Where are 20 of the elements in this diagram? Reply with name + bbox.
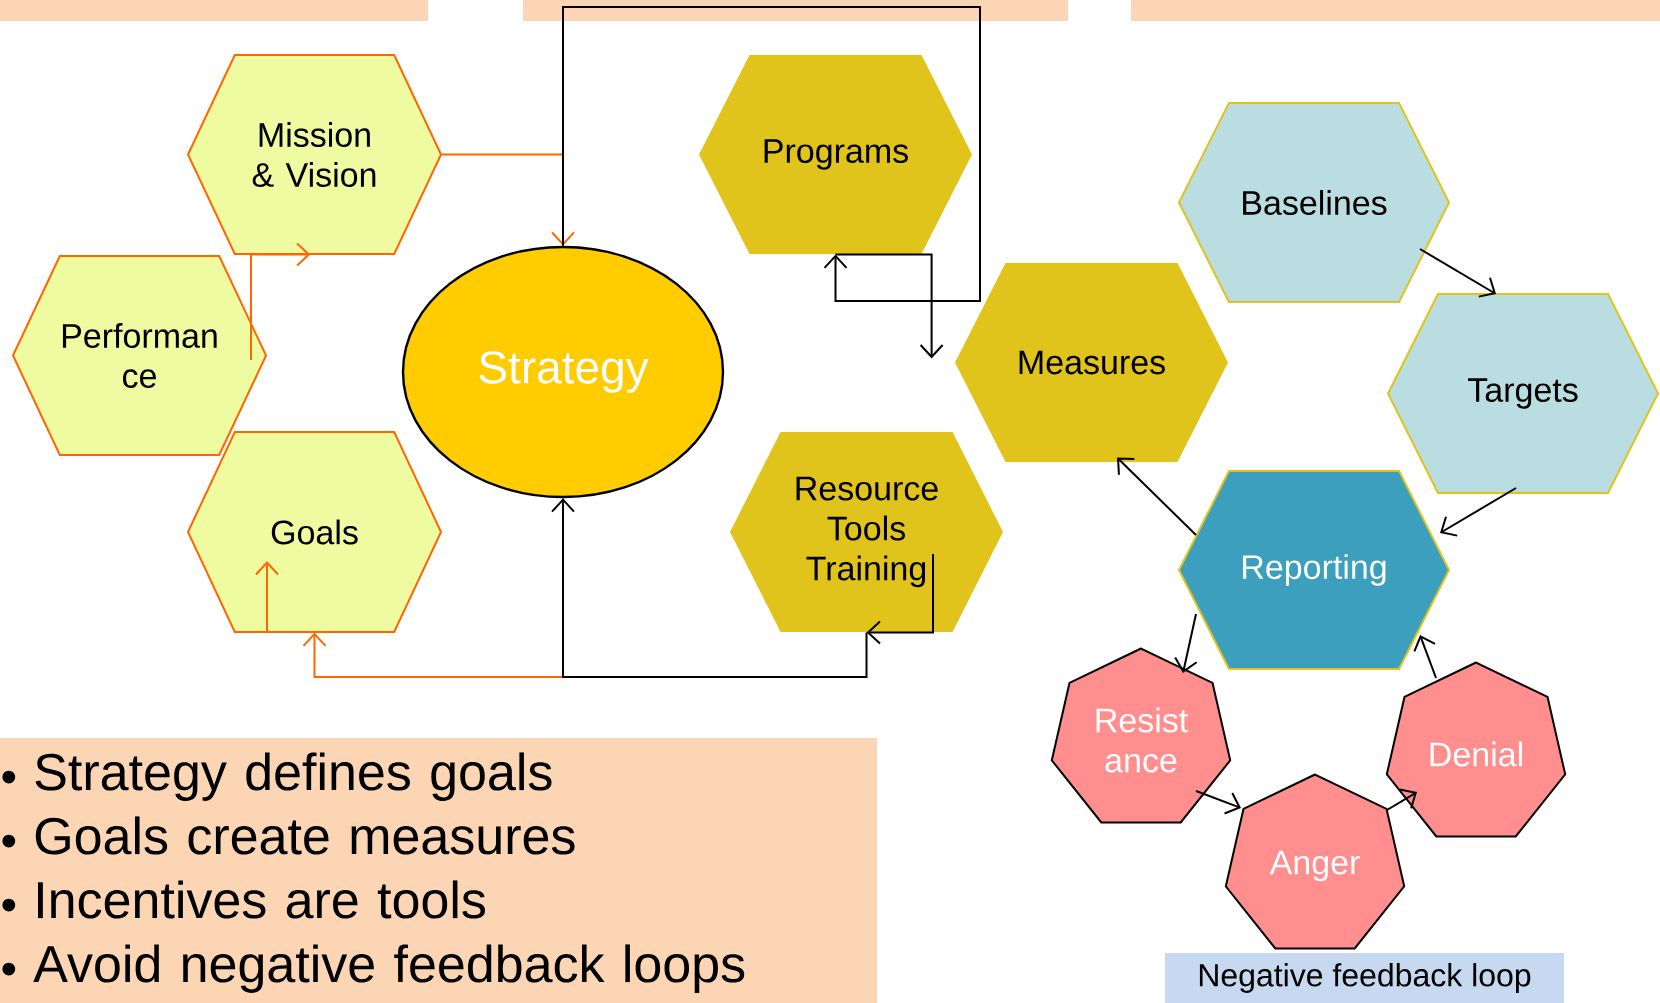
arrow <box>1195 790 1241 815</box>
arrow <box>551 498 868 678</box>
arrow <box>250 242 311 361</box>
hexagon: Resource Tools Training <box>730 432 1003 632</box>
arrow <box>1419 248 1496 298</box>
text-panel: Strategy defines goals Goals create measures Incentives are tools Avoid negative feedback loops <box>0 738 877 1003</box>
arrow <box>562 6 981 302</box>
arrow <box>866 553 934 645</box>
arrow <box>1174 613 1198 673</box>
hexagon: Programs <box>699 55 972 254</box>
heptagon: Resist ance <box>1050 647 1232 824</box>
arrow <box>1386 788 1417 811</box>
arrow <box>1440 487 1517 537</box>
arrow <box>1117 457 1197 536</box>
heptagon: Denial <box>1385 661 1567 838</box>
hexagon: Measures <box>955 263 1228 462</box>
arrow <box>1413 635 1437 679</box>
heptagon: Anger <box>1224 773 1406 950</box>
arrow <box>834 253 944 359</box>
caption-box: Negative feedback loop <box>1165 953 1564 1003</box>
